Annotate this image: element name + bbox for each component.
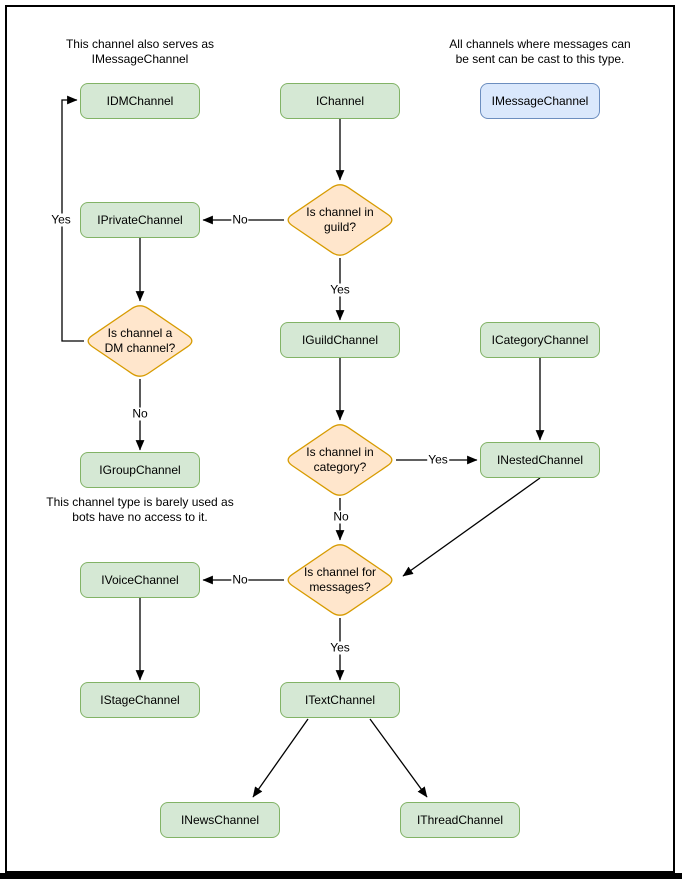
node-imessagechannel-label: IMessageChannel	[491, 94, 589, 108]
decision-label-in-guild: Is channel in guild?	[306, 205, 374, 234]
node-icategorychannel-label: ICategoryChannel	[491, 333, 589, 347]
edge-label-dm-no: No	[131, 406, 149, 421]
node-imessagechannel: IMessageChannel	[480, 83, 600, 119]
decision-shape-in-guild	[287, 184, 393, 256]
node-ithreadchannel: IThreadChannel	[400, 802, 520, 838]
node-ichannel-label: IChannel	[315, 94, 365, 108]
note-cast-to-imessagechannel: All channels where messages can be sent …	[449, 37, 631, 66]
node-iguildchannel: IGuildChannel	[280, 322, 400, 358]
arrow-inestedchannel-to-messages-decision	[402, 477, 541, 577]
node-iprivatechannel: IPrivateChannel	[80, 202, 200, 238]
bottom-border-bar	[0, 873, 682, 879]
decision-shape-for-messages	[287, 544, 393, 616]
edge-label-guild-yes: Yes	[329, 282, 351, 297]
note-group-channel-barely-used: This channel type is barely used as bots…	[46, 495, 234, 524]
node-istagechannel: IStageChannel	[80, 682, 200, 718]
node-iprivatechannel-label: IPrivateChannel	[97, 213, 183, 227]
node-ivoicechannel-label: IVoiceChannel	[101, 573, 179, 587]
node-inestedchannel: INestedChannel	[480, 442, 600, 478]
edge-label-guild-no: No	[231, 212, 249, 227]
node-idmchannel-label: IDMChannel	[106, 94, 174, 108]
node-inewschannel-label: INewsChannel	[180, 813, 260, 827]
node-ichannel: IChannel	[280, 83, 400, 119]
decision-label-is-dm: Is channel a DM channel?	[104, 326, 176, 355]
decision-shape-is-dm	[87, 305, 193, 377]
node-itextchannel: ITextChannel	[280, 682, 400, 718]
node-ithreadchannel-label: IThreadChannel	[416, 813, 504, 827]
decision-label-in-category: Is channel in category?	[306, 445, 374, 474]
edge-label-messages-yes: Yes	[329, 640, 351, 655]
node-igroupchannel: IGroupChannel	[80, 452, 200, 488]
edge-label-category-no: No	[332, 509, 350, 524]
node-inewschannel: INewsChannel	[160, 802, 280, 838]
note-serves-as-imessagechannel: This channel also serves as IMessageChan…	[65, 37, 215, 66]
decision-label-for-messages: Is channel for messages?	[303, 565, 377, 594]
node-istagechannel-label: IStageChannel	[100, 693, 180, 707]
edge-label-dm-yes: Yes	[50, 212, 72, 227]
node-inestedchannel-label: INestedChannel	[496, 453, 584, 467]
arrow-itextchannel-to-inewschannel	[252, 718, 309, 798]
node-icategorychannel: ICategoryChannel	[480, 322, 600, 358]
node-ivoicechannel: IVoiceChannel	[80, 562, 200, 598]
node-igroupchannel-label: IGroupChannel	[99, 463, 181, 477]
node-idmchannel: IDMChannel	[80, 83, 200, 119]
node-iguildchannel-label: IGuildChannel	[301, 333, 379, 347]
edge-label-category-yes: Yes	[427, 452, 449, 467]
node-itextchannel-label: ITextChannel	[304, 693, 376, 707]
arrow-itextchannel-to-ithreadchannel	[369, 718, 428, 798]
edge-label-messages-no: No	[231, 572, 249, 587]
decision-shape-in-category	[287, 424, 393, 496]
